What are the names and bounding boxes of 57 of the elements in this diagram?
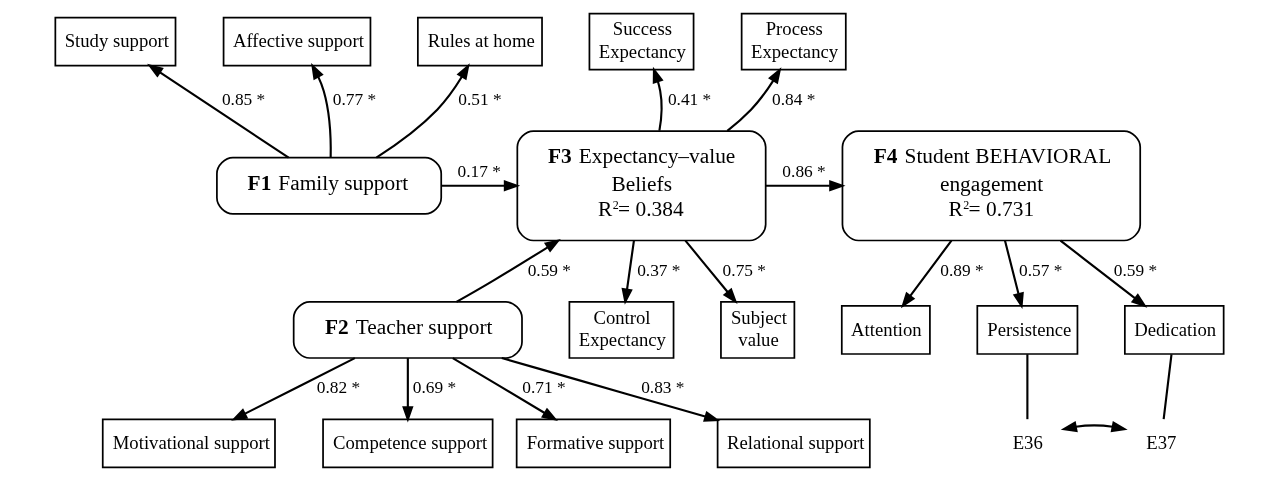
- edge-label: 0.59 *: [1113, 260, 1158, 280]
- node-box: Control Expectancy: [568, 301, 675, 359]
- arrow: [311, 63, 332, 158]
- edge-label: 0.82 *: [316, 378, 361, 398]
- edge-label: 0.17 *: [457, 161, 501, 181]
- edge-label: 0.51 *: [458, 89, 502, 109]
- node-box: Subject value: [720, 301, 796, 359]
- edge-label: 0.71 *: [522, 378, 566, 398]
- arrow: [402, 358, 414, 423]
- arrow: [900, 239, 953, 309]
- edge-label: 0.84 *: [772, 89, 816, 109]
- arrow: [375, 63, 470, 159]
- node-box: Competence support: [322, 418, 494, 469]
- arrow: [1059, 239, 1148, 308]
- node-box: F3 Expectancy–value Beliefs R$^{2}$= 0.384: [516, 130, 767, 242]
- node-box: F4 Student BEHAVIORAL engagement R$^{2}$= 0.731: [841, 130, 1142, 242]
- node-box: F2 Teacher support: [292, 301, 523, 359]
- edge-label: 0.57 *: [1019, 260, 1063, 280]
- arrow: [441, 180, 521, 192]
- edge-label: 0.37 *: [637, 260, 681, 280]
- node-box: Success Expectancy: [588, 12, 695, 71]
- arrow: [1003, 240, 1024, 309]
- node-box: Affective support: [222, 16, 372, 67]
- edge-label: 0.59 *: [527, 260, 572, 280]
- arrow: [765, 180, 846, 192]
- edge-label: 0.86 *: [782, 161, 826, 181]
- node-box: Process Expectancy: [740, 12, 847, 71]
- arrow: [1060, 421, 1128, 433]
- node-box: Attention: [840, 305, 931, 355]
- edge-label: 0.41 *: [667, 89, 712, 109]
- edge-label: 0.89 *: [940, 260, 984, 280]
- node-box: F1 Family support: [216, 156, 443, 215]
- edge-label: 0.75 *: [722, 260, 766, 280]
- node-text: E37: [1146, 432, 1177, 454]
- arrow: [231, 357, 356, 421]
- connector: [1026, 354, 1029, 420]
- arrow: [684, 239, 738, 305]
- node-text: E36: [1012, 432, 1043, 454]
- edge-label: 0.77 *: [332, 89, 377, 109]
- arrow: [726, 67, 782, 132]
- arrow: [652, 66, 664, 131]
- arrow: [621, 240, 635, 305]
- node-box: Rules at home: [417, 16, 543, 67]
- node-box: Dedication: [1124, 305, 1225, 355]
- arrow: [452, 357, 558, 421]
- node-box: Formative support: [515, 418, 672, 469]
- node-box: Study support: [54, 16, 177, 67]
- edge-label: 0.69 *: [412, 378, 457, 398]
- node-box: Relational support: [716, 418, 871, 469]
- arrow: [501, 357, 721, 422]
- arrow: [455, 239, 561, 303]
- node-box: Persistence: [976, 305, 1079, 355]
- edge-label: 0.83 *: [641, 378, 685, 398]
- node-box: Motivational support: [101, 418, 276, 469]
- edge-label: 0.85 *: [221, 89, 266, 109]
- connector: [1162, 354, 1173, 420]
- arrow: [147, 63, 290, 159]
